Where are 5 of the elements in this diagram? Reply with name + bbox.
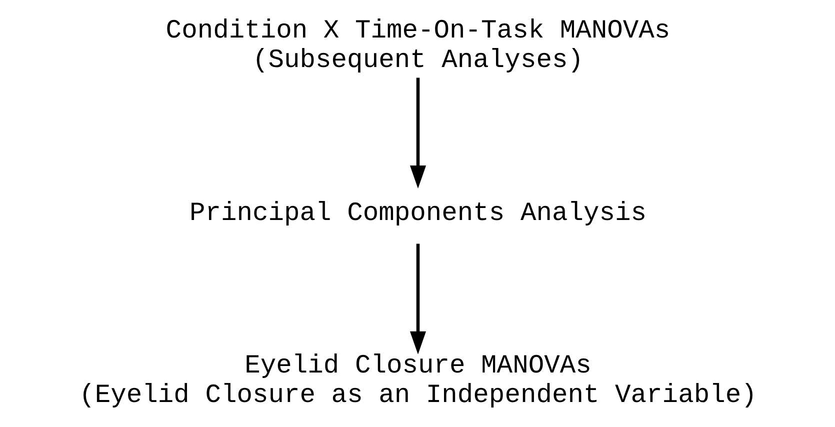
arrow (409, 78, 426, 189)
node-text: Eyelid Closure MANOVAs (Eyelid Closure as an Independent Variable) (78, 350, 756, 410)
node-text: Principal Components Analysis (188, 198, 646, 228)
arrow (409, 244, 426, 354)
node-text: Condition X Time-On-Task MANOVAs (Subsequent Analyses) (165, 15, 670, 76)
